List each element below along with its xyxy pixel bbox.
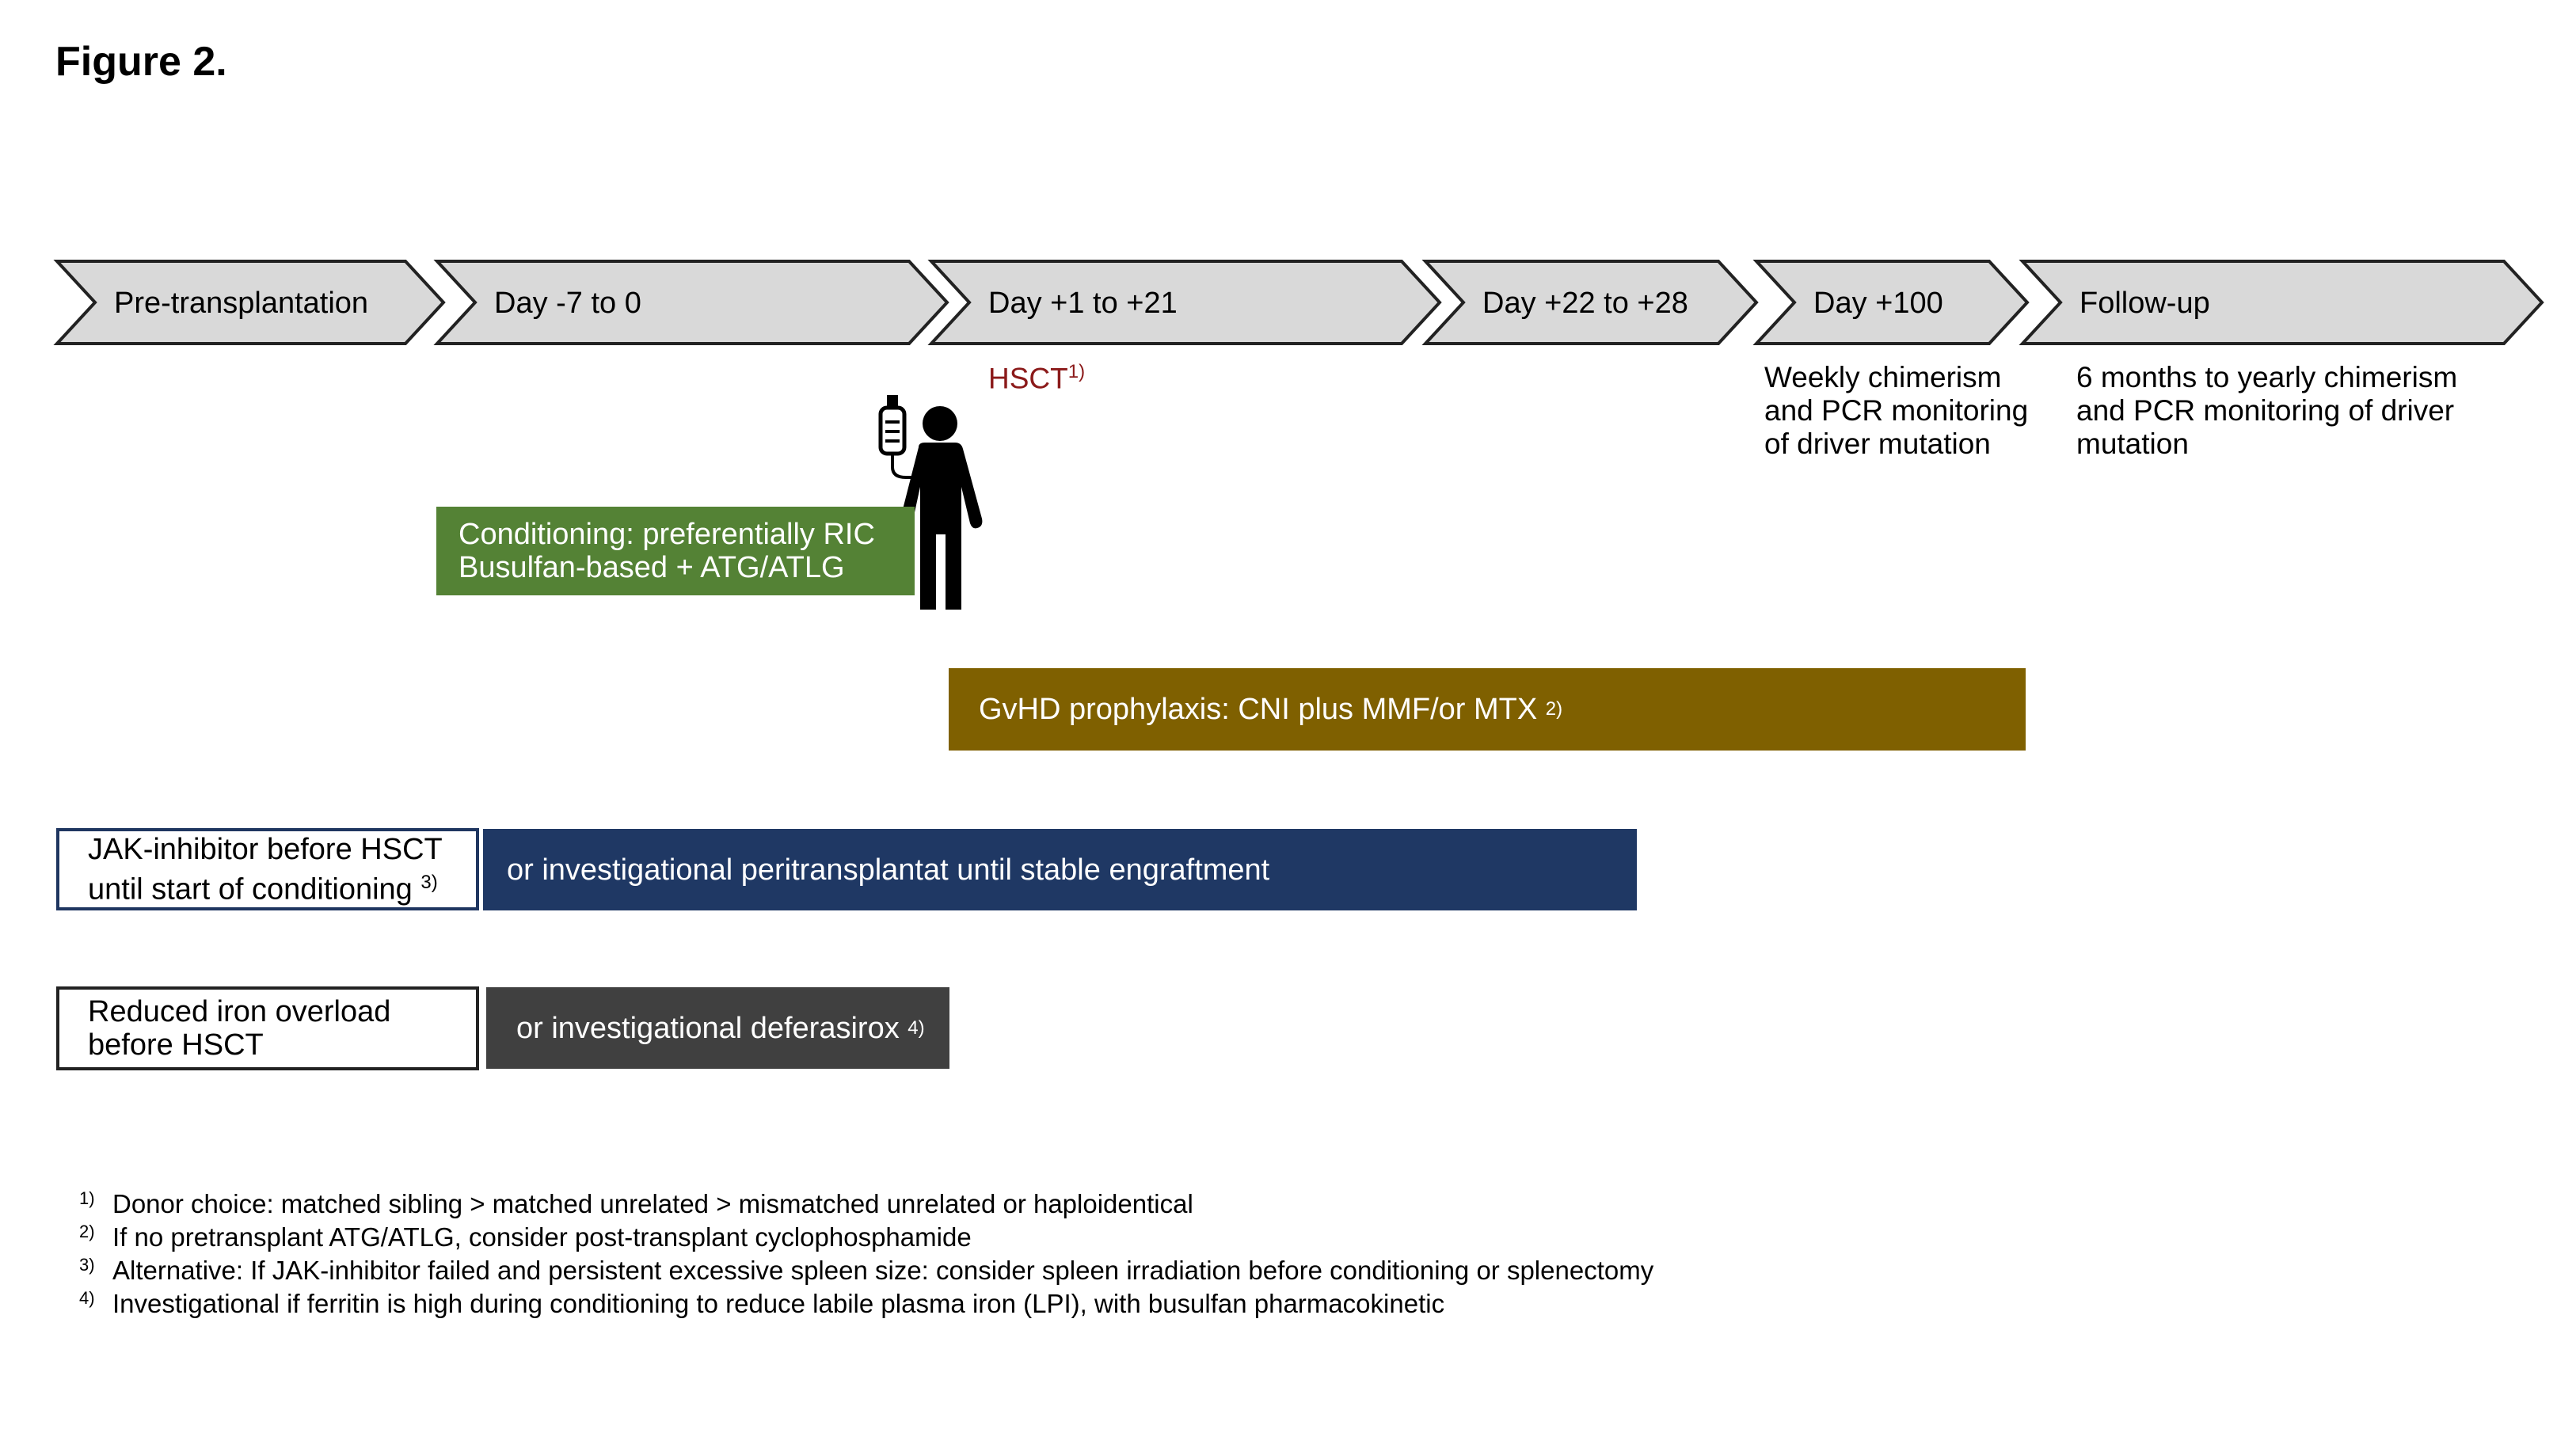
footnote: 4) Investigational if ferritin is high du…: [79, 1287, 1653, 1321]
hsct-label: HSCT1): [988, 361, 1085, 395]
footnote-number: 1): [79, 1188, 95, 1208]
deferasirox-text: or investigational deferasirox: [516, 1011, 900, 1045]
jak-box-line: until start of conditioning: [88, 872, 413, 906]
timeline-stage-label: Day +100: [1813, 287, 1943, 320]
day100-note-line: of driver mutation: [1764, 428, 1991, 460]
timeline-stage-chevron: [2019, 260, 2544, 345]
footnote-text: If no pretransplant ATG/ATLG, consider p…: [112, 1222, 972, 1252]
iron-overload-box: Reduced iron overload before HSCT: [56, 986, 479, 1070]
jak-bar-text: or investigational peritransplantat unti…: [507, 853, 1270, 887]
timeline-stage-label: Day +22 to +28: [1482, 287, 1688, 320]
jak-box-line: JAK-inhibitor before HSCT: [88, 832, 443, 866]
day100-note-line: and PCR monitoring: [1764, 394, 2029, 427]
followup-note-line: 6 months to yearly chimerism: [2076, 361, 2458, 393]
timeline-stage-chevron: [927, 260, 1442, 345]
hsct-text: HSCT: [988, 362, 1068, 395]
conditioning-bar: Conditioning: preferentially RIC Busulfa…: [436, 507, 915, 595]
footnote: 3) Alternative: If JAK-inhibitor failed a…: [79, 1254, 1653, 1287]
jak-box-ref: 3): [420, 871, 438, 893]
footnote-text: Investigational if ferritin is high duri…: [112, 1289, 1445, 1318]
footnote-number: 4): [79, 1288, 95, 1308]
timeline-stage-chevron: [433, 260, 949, 345]
footnotes: 1) Donor choice: matched sibling > matche…: [79, 1188, 1653, 1321]
footnote: 1) Donor choice: matched sibling > matche…: [79, 1188, 1653, 1221]
timeline-chevrons: Pre-transplantation Day -7 to 0 Day +1 to …: [53, 260, 2544, 345]
day100-note-line: Weekly chimerism: [1764, 361, 2002, 393]
timeline-stage-label: Day +1 to +21: [988, 287, 1178, 320]
timeline-stage-label: Day -7 to 0: [494, 287, 641, 320]
deferasirox-bar: or investigational deferasirox 4): [486, 987, 949, 1069]
iron-box-line: Reduced iron overload: [88, 995, 391, 1028]
footnote-number: 3): [79, 1255, 95, 1275]
hsct-ref: 1): [1067, 361, 1086, 382]
followup-note: 6 months to yearly chimerism and PCR mon…: [2076, 361, 2457, 461]
gvhd-prophylaxis-bar: GvHD prophylaxis: CNI plus MMF/or MTX 2): [949, 668, 2026, 751]
iron-box-line: before HSCT: [88, 1028, 264, 1062]
footnote-text: Alternative: If JAK-inhibitor failed and…: [112, 1256, 1654, 1285]
figure-title: Figure 2.: [55, 39, 227, 85]
footnote: 2) If no pretransplant ATG/ATLG, consider…: [79, 1221, 1653, 1254]
day100-note: Weekly chimerism and PCR monitoring of d…: [1764, 361, 2028, 461]
followup-note-line: mutation: [2076, 428, 2189, 460]
timeline-stage-chevron: [1421, 260, 1759, 345]
timeline-stage-chevron: [1752, 260, 2030, 345]
timeline-stage-chevron: [53, 260, 446, 345]
footnote-number: 2): [79, 1222, 95, 1241]
footnote-text: Donor choice: matched sibling > matched …: [112, 1189, 1193, 1218]
jak-investigational-bar: or investigational peritransplantat unti…: [483, 829, 1637, 910]
conditioning-line: Busulfan-based + ATG/ATLG: [459, 551, 845, 584]
deferasirox-ref: 4): [907, 1017, 925, 1039]
timeline-stage-label: Follow-up: [2079, 287, 2210, 320]
jak-inhibitor-box: JAK-inhibitor before HSCT until start of…: [56, 828, 479, 910]
conditioning-line: Conditioning: preferentially RIC: [459, 518, 875, 551]
gvhd-ref: 2): [1545, 698, 1563, 720]
gvhd-text: GvHD prophylaxis: CNI plus MMF/or MTX: [979, 693, 1538, 726]
patient-iv-icon: [878, 395, 983, 610]
timeline-stage-label: Pre-transplantation: [114, 287, 368, 320]
followup-note-line: and PCR monitoring of driver: [2076, 394, 2455, 427]
